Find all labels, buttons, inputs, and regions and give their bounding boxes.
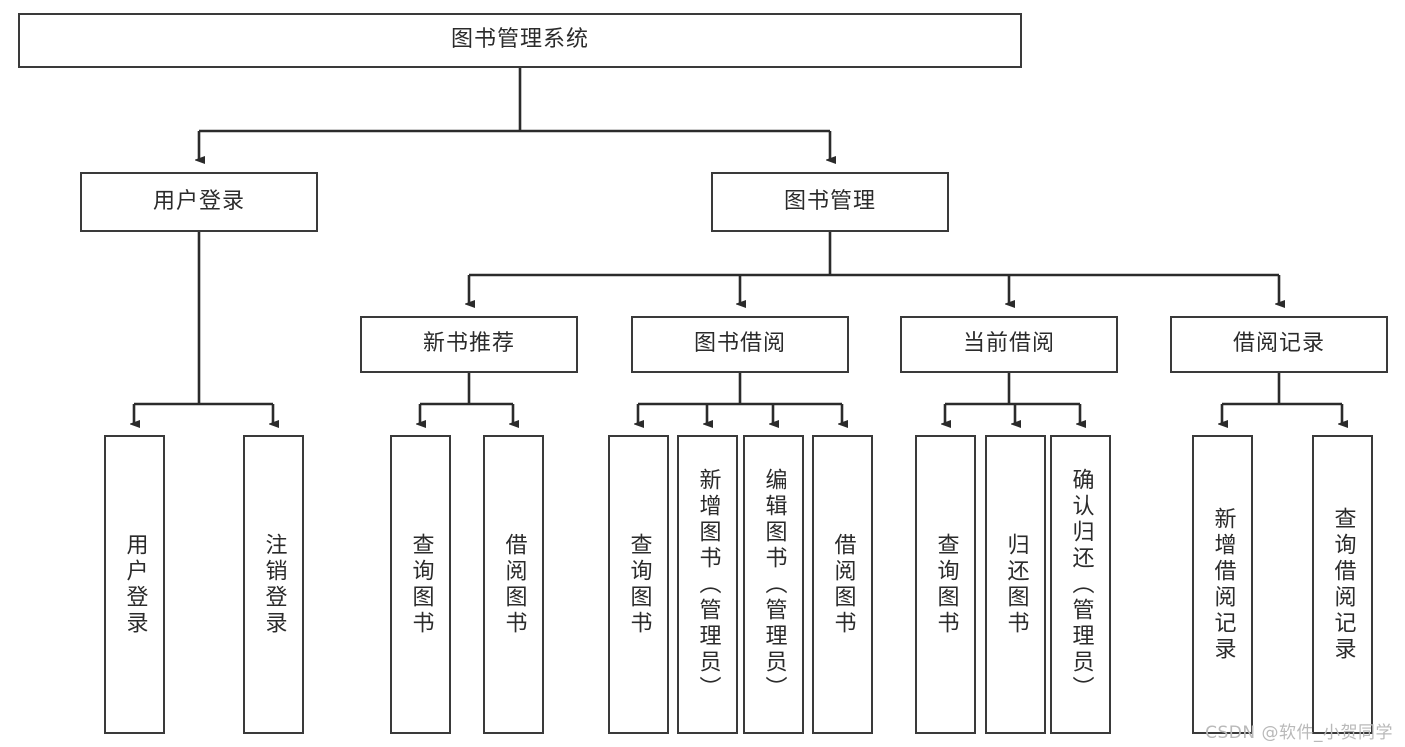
- node-new-book-recommend-label: 新书推荐: [422, 331, 515, 357]
- node-leaf-borrow-edit-book[interactable]: 编辑图书（管理员）: [743, 435, 804, 734]
- node-leaf-borrow-add-book[interactable]: 新增图书（管理员）: [677, 435, 738, 734]
- node-leaf-current-return-book[interactable]: 归还图书: [985, 435, 1046, 734]
- node-user-login-label: 用户登录: [152, 188, 245, 214]
- node-user-login[interactable]: 用户登录: [80, 172, 318, 232]
- node-leaf-borrow-borrow-book[interactable]: 借阅图书: [812, 435, 873, 734]
- node-leaf-label: 编辑图书（管理员）: [761, 467, 787, 702]
- node-leaf-label: 新增图书（管理员）: [695, 467, 721, 702]
- node-leaf-label: 查询图书: [933, 532, 959, 637]
- node-leaf-label: 注销登录: [261, 532, 287, 637]
- node-borrow-record[interactable]: 借阅记录: [1170, 316, 1388, 373]
- node-leaf-label: 用户登录: [122, 532, 148, 637]
- node-leaf-label: 借阅图书: [830, 532, 856, 637]
- node-current-borrow[interactable]: 当前借阅: [900, 316, 1118, 373]
- watermark-text: CSDN @软件_小贺同学: [1205, 723, 1393, 743]
- node-leaf-current-confirm-return[interactable]: 确认归还（管理员）: [1050, 435, 1111, 734]
- node-borrow-record-label: 借阅记录: [1232, 331, 1325, 357]
- node-leaf-label: 借阅图书: [501, 532, 527, 637]
- node-book-management[interactable]: 图书管理: [711, 172, 949, 232]
- node-leaf-current-query-book[interactable]: 查询图书: [915, 435, 976, 734]
- node-book-borrow[interactable]: 图书借阅: [631, 316, 849, 373]
- node-leaf-record-query-record[interactable]: 查询借阅记录: [1312, 435, 1373, 734]
- node-book-management-label: 图书管理: [783, 188, 876, 214]
- node-leaf-label: 查询图书: [626, 532, 652, 637]
- node-leaf-recommend-borrow-book[interactable]: 借阅图书: [483, 435, 544, 734]
- node-leaf-borrow-query-book[interactable]: 查询图书: [608, 435, 669, 734]
- node-root-system-label: 图书管理系统: [450, 27, 589, 53]
- node-root-system[interactable]: 图书管理系统: [18, 13, 1022, 68]
- node-leaf-label: 查询图书: [408, 532, 434, 637]
- node-leaf-label: 查询借阅记录: [1330, 506, 1356, 663]
- node-leaf-recommend-query-book[interactable]: 查询图书: [390, 435, 451, 734]
- node-leaf-user-login-signout[interactable]: 注销登录: [243, 435, 304, 734]
- node-leaf-user-login-signin[interactable]: 用户登录: [104, 435, 165, 734]
- node-leaf-label: 新增借阅记录: [1210, 506, 1236, 663]
- node-leaf-record-add-record[interactable]: 新增借阅记录: [1192, 435, 1253, 734]
- node-leaf-label: 归还图书: [1003, 532, 1029, 637]
- node-book-borrow-label: 图书借阅: [693, 331, 786, 357]
- node-leaf-label: 确认归还（管理员）: [1068, 467, 1094, 702]
- node-current-borrow-label: 当前借阅: [962, 331, 1055, 357]
- node-new-book-recommend[interactable]: 新书推荐: [360, 316, 578, 373]
